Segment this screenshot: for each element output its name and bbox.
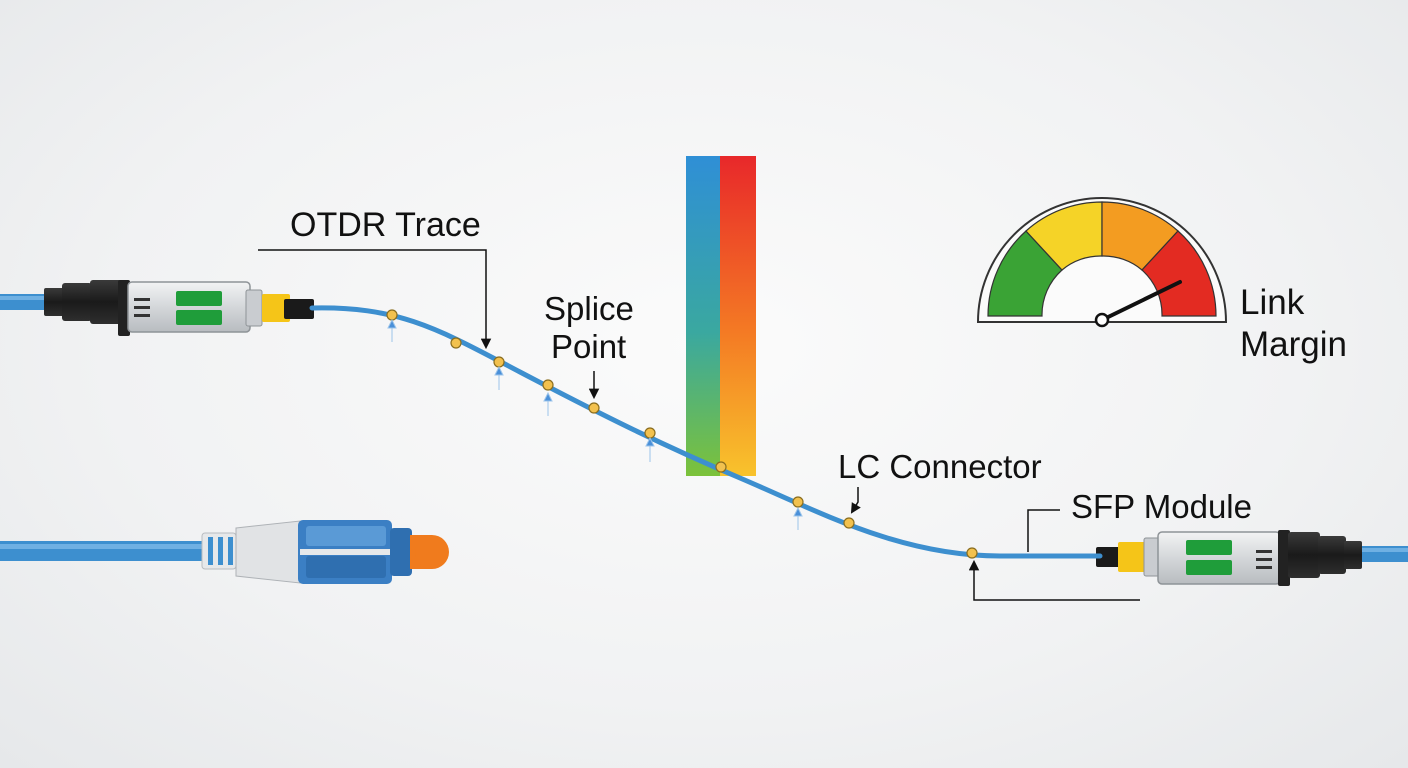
right-fiber-cable xyxy=(1358,546,1408,562)
reflection-arrows xyxy=(387,318,803,530)
event-marker[interactable] xyxy=(792,496,804,508)
sfp-bottom-callout xyxy=(968,559,1140,601)
callout-lines xyxy=(258,249,1140,601)
reflection-arrow-icon xyxy=(543,391,553,416)
link-margin-label-line1: Link xyxy=(1240,283,1305,322)
right-sfp-module[interactable] xyxy=(1096,530,1362,586)
lc-connector-label: LC Connector xyxy=(838,448,1042,485)
spectrum-bar-red-yellow xyxy=(720,156,756,476)
otdr-trace-fiber xyxy=(309,305,1103,559)
sfp-module-callout xyxy=(1027,509,1060,552)
sfp-module-label: SFP Module xyxy=(1071,488,1252,525)
splice-point-label-line1: Splice xyxy=(544,290,634,327)
reflection-arrow-icon xyxy=(494,365,504,390)
event-marker[interactable] xyxy=(386,309,398,321)
reflection-arrow-icon xyxy=(793,506,803,530)
right-sfp-green-ports xyxy=(1186,540,1232,575)
event-marker[interactable] xyxy=(966,547,978,559)
left-fiber-cable xyxy=(0,294,50,310)
spectrum-bar-blue-green xyxy=(686,156,722,476)
lc-connector-callout xyxy=(850,487,861,514)
wavelength-spectrum-bars-icon xyxy=(686,156,756,476)
event-marker[interactable] xyxy=(542,379,554,391)
link-margin-gauge-icon xyxy=(976,197,1228,328)
left-sfp-green-ports xyxy=(176,291,222,325)
gauge-pivot xyxy=(1094,312,1110,328)
left-sfp-module[interactable] xyxy=(44,280,314,336)
event-marker[interactable] xyxy=(843,517,855,529)
gauge-needle xyxy=(1100,280,1182,322)
event-marker[interactable] xyxy=(715,461,727,473)
otdr-trace-label: OTDR Trace xyxy=(290,206,481,244)
event-marker[interactable] xyxy=(493,356,505,368)
splice-point-label-line2: Point xyxy=(551,328,626,365)
reflection-arrow-icon xyxy=(387,318,397,342)
lc-connector-plug-icon[interactable] xyxy=(0,520,449,584)
event-marker[interactable] xyxy=(450,337,462,349)
otdr-trace-callout xyxy=(258,249,492,350)
reflection-arrow-icon xyxy=(645,436,655,462)
event-marker[interactable] xyxy=(644,427,656,439)
link-margin-label-line2: Margin xyxy=(1240,325,1347,364)
event-marker[interactable] xyxy=(588,402,600,414)
